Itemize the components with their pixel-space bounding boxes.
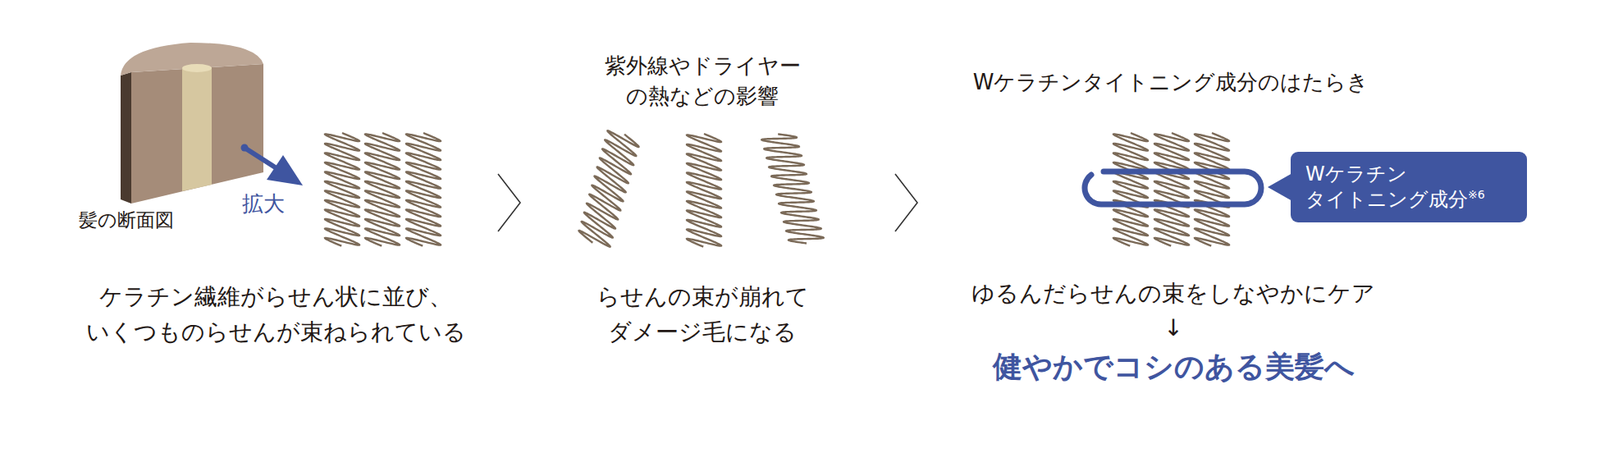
label-text: 紫外線やドライヤー の熱などの影響 — [594, 50, 810, 112]
medulla — [182, 67, 212, 192]
keratin-coil — [406, 132, 441, 247]
panel-title: Wケラチンタイトニング成分のはたらき — [941, 68, 1401, 97]
keratin-coil — [1154, 132, 1189, 247]
zoom-head — [266, 155, 303, 186]
label-text: らせんの束が崩れて ダメージ毛になる — [579, 278, 826, 350]
step-chevron — [895, 173, 918, 232]
tightening-band — [1084, 171, 1262, 205]
label-text: 髪の断面図 — [78, 208, 211, 234]
result-headline: 健やかでコシのある美髪へ — [918, 347, 1428, 387]
zoom-shaft — [244, 147, 277, 169]
label-text: ゆるんだらせんの束をしなやかにケア — [927, 278, 1420, 309]
callout-box: Wケラチン タイトニング成分※6 — [1290, 151, 1527, 223]
keratin-coils — [324, 129, 1230, 248]
callout-pointer — [1267, 173, 1293, 202]
keratin-coil — [1194, 132, 1230, 247]
step-chevron — [498, 173, 521, 232]
callout-text: Wケラチン タイトニング成分※6 — [1305, 161, 1513, 213]
callout-label: Wケラチン タイトニング成分 — [1305, 162, 1468, 211]
keratin-coil — [365, 132, 400, 247]
medulla-top — [182, 64, 212, 73]
hair-top-face — [120, 42, 264, 76]
keratin-coil — [1113, 132, 1148, 247]
label-text: ケラチン繊維がらせん状に並び、 いくつものらせんが束ねられている — [74, 278, 477, 350]
zoom-arrow — [241, 144, 304, 187]
hair-cross-section — [120, 42, 264, 204]
keratin-coil — [324, 132, 360, 247]
keratin-coil — [761, 129, 824, 248]
zoom-label: 拡大 — [242, 190, 308, 219]
hair-side-face — [120, 72, 132, 204]
keratin-coil — [686, 133, 722, 247]
keratin-coil — [576, 129, 641, 248]
down-arrow-symbol: ↓ — [1148, 313, 1198, 343]
note-mark: ※6 — [1467, 187, 1486, 202]
hair-cut-face — [131, 64, 264, 204]
